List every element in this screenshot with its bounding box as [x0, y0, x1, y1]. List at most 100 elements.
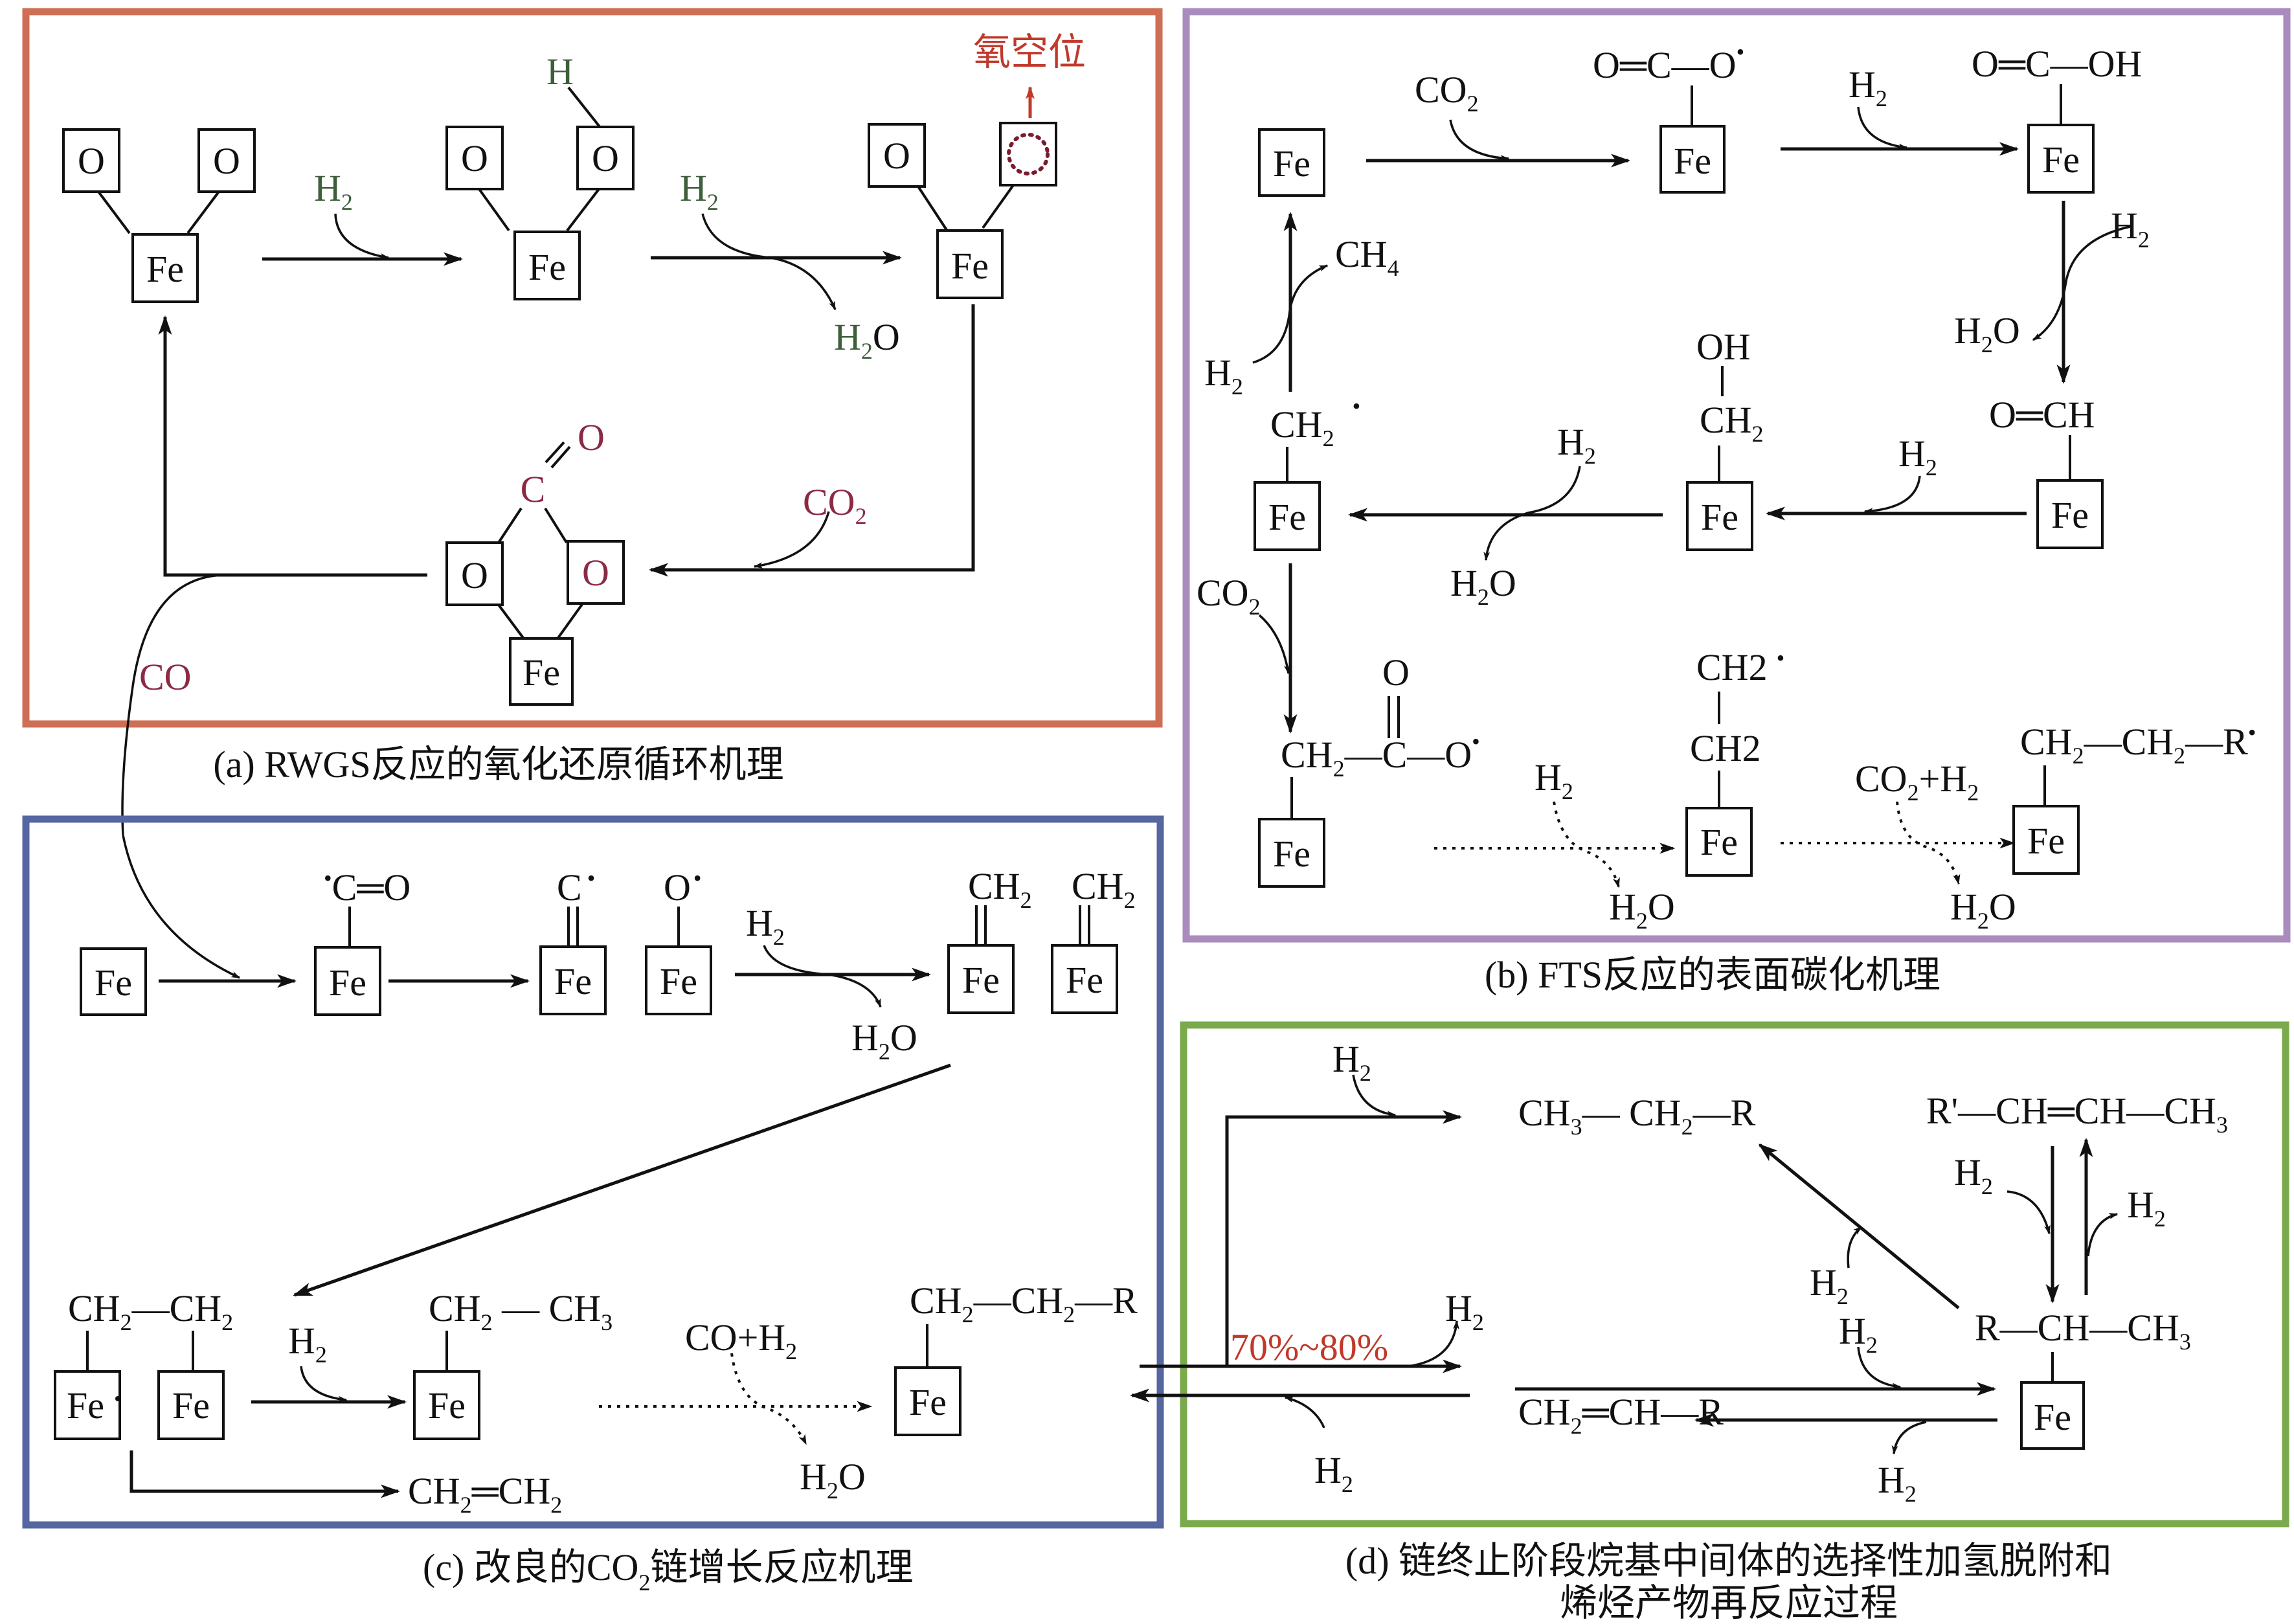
fe-box — [314, 946, 381, 1016]
methylene-group: CH2 — [968, 865, 1032, 913]
methylene-group: CH2 — [1072, 865, 1136, 913]
fe-box — [2036, 479, 2104, 549]
fe-atom: Fe — [1700, 821, 1738, 863]
co-h2-label: CO+H2 — [685, 1316, 797, 1364]
ch4-label: CH4 — [1335, 233, 1399, 281]
fe-atom: Fe — [528, 246, 566, 288]
h2-inflow-arrow — [1284, 1396, 1325, 1428]
h2o-label: H2O — [1450, 562, 1516, 610]
fe-atom: Fe — [95, 962, 132, 1004]
fe-atom: Fe — [2034, 1396, 2071, 1438]
h2-ch4-arrow — [1252, 264, 1329, 364]
o-box — [197, 128, 256, 193]
h2-h2o-arrow — [701, 213, 837, 311]
fe-box — [131, 233, 199, 303]
ch2-group: CH2 — [1690, 727, 1761, 769]
h2-h2o-arrow — [763, 945, 882, 1008]
h2o-label: H2O — [851, 1017, 917, 1065]
o-box — [445, 126, 504, 190]
o-box — [62, 128, 120, 193]
co2-h2-label: CO2+H2 — [1855, 758, 1979, 806]
olefin-product: CH2═CH—R — [1518, 1391, 1724, 1439]
chain-group: CH2—CH2—R — [910, 1280, 1138, 1327]
h2-inflow-arrow — [1847, 1226, 1863, 1269]
fe-box — [157, 1370, 225, 1440]
fe-box — [1258, 818, 1325, 888]
fe-box — [2027, 124, 2095, 194]
reaction-arrow-desorption — [129, 1450, 400, 1498]
h2o-label: H2O — [834, 316, 900, 364]
ethylene-bridge-group: CH2—CH2 — [68, 1287, 233, 1335]
h2-h2o-arrow — [2032, 225, 2131, 341]
o-atom: O — [592, 137, 619, 179]
panel-b-frame — [1182, 8, 2291, 943]
fe-atom: Fe — [329, 962, 366, 1004]
o-atom: O — [578, 416, 605, 458]
fe-box — [1685, 807, 1753, 877]
bond — [557, 602, 584, 639]
internal-olefin: R'—CH═CH—CH3 — [1926, 1090, 2228, 1138]
h2o-label: H2O — [800, 1456, 866, 1504]
panel-c: Fe •C═O Fe C• Fe O• Fe H2 H2O CH2 Fe CH2 — [22, 815, 1164, 1529]
fe-box — [413, 1370, 480, 1440]
h2-label: H2 — [1445, 1287, 1484, 1335]
h2-label: H2 — [1204, 352, 1243, 400]
oxygen-vacancy-label: 氧空位 — [973, 31, 1086, 73]
fe-atom: Fe — [554, 960, 592, 1002]
fe-atom: Fe — [1273, 833, 1310, 875]
h2-label: H2 — [746, 902, 785, 950]
fe-box — [2012, 805, 2080, 875]
o-atom: O — [213, 140, 240, 182]
fe-box — [1686, 481, 1753, 551]
panel-a-caption: (a) RWGS反应的氧化还原循环机理 — [213, 743, 783, 785]
panel-a-frame — [22, 8, 1163, 728]
co-h2-h2o-arrow — [730, 1353, 807, 1445]
fe-atom: Fe — [1674, 140, 1711, 182]
fe-box — [54, 1370, 121, 1440]
fe-box — [80, 947, 147, 1016]
fe-box — [539, 945, 607, 1015]
ch2-group: CH2 — [1700, 399, 1764, 447]
bond — [478, 188, 510, 232]
reaction-arrow-hydrogenation — [1758, 1144, 1960, 1309]
co2-inflow-arrow — [1258, 614, 1290, 675]
h2o-label: H2O — [1950, 886, 2016, 934]
co-feed-arrow — [122, 835, 241, 979]
fe-atom: Fe — [1273, 142, 1310, 185]
h2-release-arrow — [2087, 1213, 2119, 1257]
panel-a: O O Fe H2 H O O Fe H2 H2O — [22, 8, 1163, 836]
h2-label: H2 — [314, 167, 353, 215]
h2-label: H2 — [1954, 1151, 1993, 1199]
fe-atom: Fe — [962, 959, 1000, 1001]
fe-box — [645, 945, 712, 1015]
bond — [544, 507, 568, 544]
co2-inflow-arrow — [1449, 119, 1510, 162]
radical-dot — [115, 1396, 120, 1401]
co2-label: CO2 — [803, 481, 867, 529]
co-adsorbed-group: •C═O — [324, 865, 410, 908]
o-atom: O — [78, 140, 105, 182]
o-box — [576, 126, 635, 190]
o-atom: O — [461, 137, 488, 179]
bond — [917, 185, 948, 231]
carbonyl-o: O — [1382, 651, 1410, 694]
oh-group: OH — [1696, 326, 1751, 368]
fe-atom: Fe — [67, 1384, 104, 1427]
h2-label: H2 — [2127, 1184, 2166, 1232]
o-box — [868, 123, 926, 188]
fe-atom: Fe — [951, 245, 989, 287]
h2-label: H2 — [1333, 1038, 1371, 1086]
ch2-radical-group: CH2• — [1696, 645, 1784, 688]
fe-atom: Fe — [2042, 139, 2080, 181]
double-bond — [545, 441, 565, 464]
h2-label: H2 — [1810, 1261, 1849, 1309]
o-box — [567, 540, 625, 605]
ethyl-group: CH2 — CH3 — [429, 1287, 613, 1335]
alkyl-intermediate: R—CH—CH3 — [1975, 1307, 2191, 1355]
bond — [497, 507, 523, 544]
fe-atom: Fe — [1066, 959, 1103, 1001]
fe-box — [2020, 1381, 2085, 1450]
ethylene-product: CH2═CH2 — [408, 1470, 562, 1518]
h2-h2o-arrow — [1553, 801, 1620, 888]
